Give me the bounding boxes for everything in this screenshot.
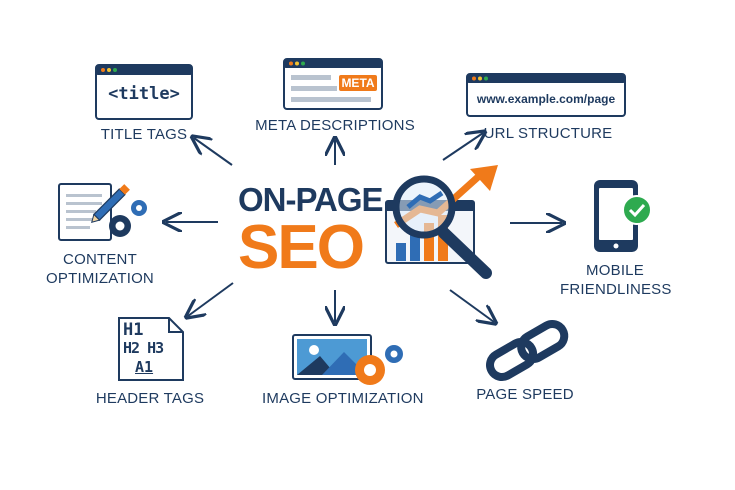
chain-link-icon (486, 320, 569, 381)
content-edit-icon (58, 183, 147, 241)
content-optimization-label-line1: CONTENT (63, 251, 137, 268)
header-a1-text: A1 (135, 358, 154, 376)
content-optimization-label: CONTENT OPTIMIZATION (40, 250, 160, 288)
header-document-icon (118, 317, 184, 381)
arrow-to-header-tags (188, 282, 234, 316)
mobile-friendliness-label: MOBILE FRIENDLINESS (560, 261, 672, 299)
image-optimization-label: IMAGE OPTIMIZATION (262, 390, 424, 407)
page-speed-label: PAGE SPEED (476, 386, 574, 403)
node-title-tags: <title> (95, 64, 193, 120)
header-tags-label: HEADER TAGS (95, 390, 205, 407)
arrow-to-title-tags (194, 138, 233, 166)
node-meta-descriptions: META (283, 58, 383, 110)
node-content-optimization (58, 182, 150, 244)
meta-window-icon (283, 58, 383, 110)
url-window-icon (466, 73, 626, 117)
browser-window-icon (95, 64, 193, 120)
url-structure-label: URL STRUCTURE (483, 125, 613, 142)
node-url-structure: www.example.com/page (466, 73, 626, 117)
arrow-to-page-speed (449, 289, 494, 322)
header-h2h3-text: H2 H3 (123, 339, 164, 357)
url-text: www.example.com/page (476, 92, 616, 106)
image-gear-icon (292, 334, 403, 385)
mobile-friendliness-label-line2: FRIENDLINESS (560, 281, 672, 298)
node-header-tags: H1 H2 H3 A1 (117, 316, 187, 382)
content-optimization-label-line2: OPTIMIZATION (46, 270, 154, 287)
on-page-title: ON-PAGE (238, 181, 384, 218)
node-mobile-friendliness (590, 178, 660, 254)
smartphone-icon (594, 180, 652, 252)
meta-descriptions-label: META DESCRIPTIONS (255, 117, 415, 134)
node-image-optimization (292, 334, 404, 388)
center-graphic: ON-PAGE SEO (238, 165, 510, 290)
arrow-to-url-structure (442, 133, 483, 161)
title-tag-code: <title> (108, 84, 180, 104)
header-h1-text: H1 (123, 320, 144, 340)
analytics-chart-icon (385, 165, 498, 279)
mobile-friendliness-label-line1: MOBILE (586, 262, 644, 279)
title-tags-label: TITLE TAGS (100, 126, 188, 143)
meta-badge-text: META (341, 76, 375, 90)
node-page-speed (480, 320, 576, 381)
seo-title: SEO (238, 213, 365, 282)
